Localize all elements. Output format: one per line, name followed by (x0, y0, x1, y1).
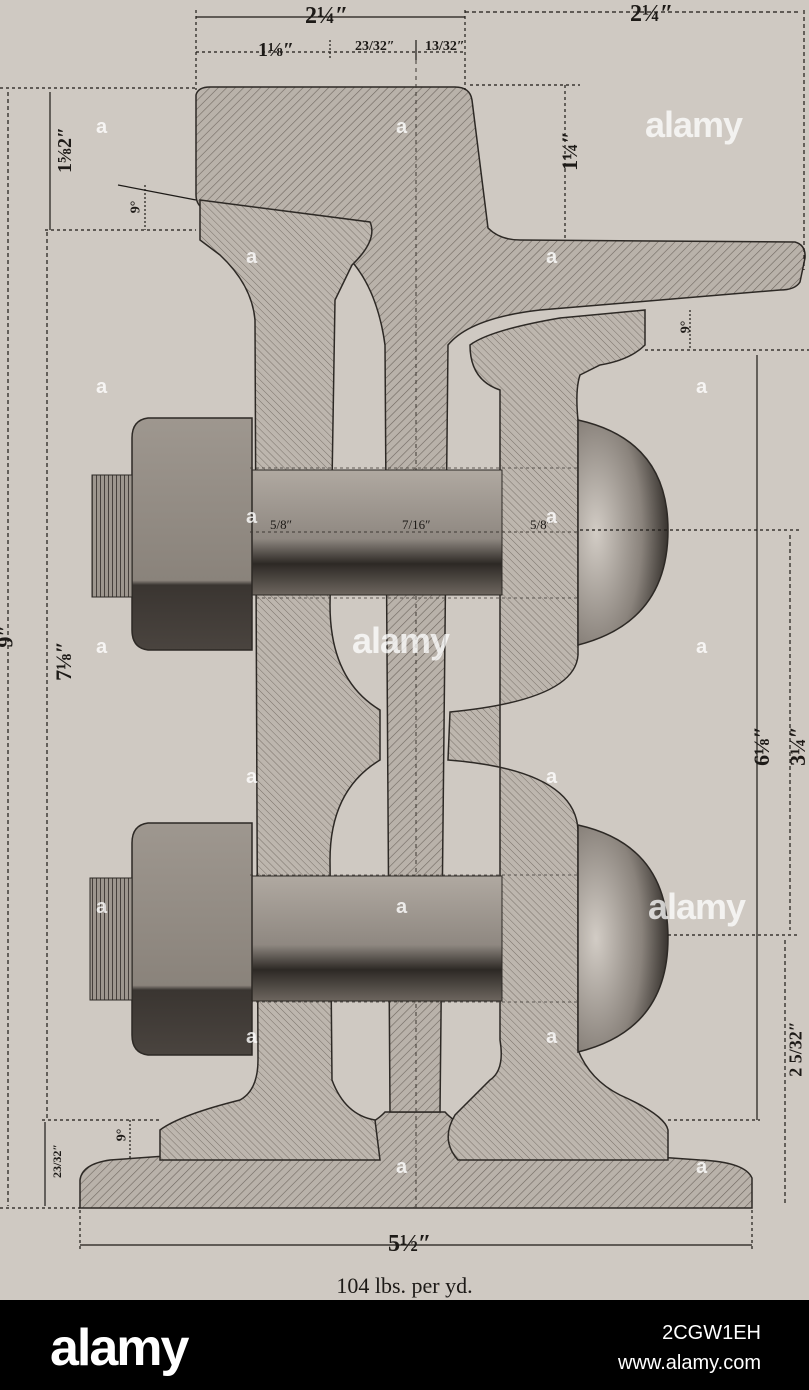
lower-bolt-head (577, 824, 669, 1053)
dim-base-width: 5½″ (388, 1231, 432, 1257)
watermark-mark: a (396, 896, 408, 918)
dim-bolt-left: 5/8″ (270, 517, 293, 532)
watermark-mark: a (546, 246, 558, 268)
drawing-caption: 104 lbs. per yd. (336, 1273, 473, 1298)
dim-top-right-width: 2¼″ (630, 1, 674, 27)
dim-right-height-a: 6⅛″ (748, 726, 774, 766)
footer-image-id: 2CGW1EH (662, 1322, 761, 1344)
watermark-mark: a (696, 376, 708, 398)
watermark-mark: a (546, 1026, 558, 1048)
watermark-mark: a (546, 506, 558, 528)
dim-right-height-b: 3¼″ (784, 726, 809, 766)
dimension-lines (0, 10, 809, 1250)
footer-logo: alamy (50, 1319, 189, 1377)
dim-base-thickness: 23/32″ (49, 1144, 64, 1178)
watermark-mark: a (546, 766, 558, 788)
watermark-mark: a (246, 766, 258, 788)
dim-angle-bottom: 9° (114, 1128, 130, 1142)
footer-bar (0, 1300, 809, 1390)
upper-bolt-head (577, 419, 669, 646)
lower-nut (131, 822, 253, 1056)
dim-head-right: 13/32″ (425, 39, 465, 54)
watermark-mark: a (396, 116, 408, 138)
right-splice-bar (447, 309, 669, 1161)
watermark-mark: a (96, 376, 108, 398)
dim-head-height-right: 1¼″ (556, 131, 582, 171)
watermark-mark: a (696, 1156, 708, 1178)
dim-bolt-right: 5/8″ (530, 517, 553, 532)
footer-url: www.alamy.com (618, 1352, 761, 1374)
lower-bolt-thread (89, 877, 133, 1001)
watermark-logo: alamy (352, 620, 450, 661)
dim-head-left: 1⅛″ (258, 39, 295, 61)
watermark-mark: a (396, 1156, 408, 1178)
dim-bolt-mid: 7/16″ (402, 517, 431, 532)
watermark-mark: a (96, 896, 108, 918)
dim-right-height-c: 2 5/32″ (785, 1021, 806, 1077)
dim-overall-height: 9″ (0, 624, 18, 648)
lower-bolt-shank (249, 875, 503, 1002)
watermark-mark: a (96, 636, 108, 658)
dim-angle-right: 9° (678, 320, 694, 334)
watermark-mark: a (246, 506, 258, 528)
upper-bolt-thread (91, 474, 133, 598)
upper-nut (131, 417, 253, 651)
dim-angle-top: 9° (128, 200, 144, 214)
watermark-mark: a (246, 246, 258, 268)
drawing-plate: 2¼″ 2¼″ 1⅛″ 23/32″ 13/32″ 1⅝2″ 1¼″ 9° 9°… (0, 0, 809, 1300)
watermark-mark: a (246, 1026, 258, 1048)
dim-inner-height: 7⅛″ (50, 641, 76, 681)
watermark-mark: a (696, 636, 708, 658)
watermark-logo: alamy (645, 104, 743, 145)
watermark-mark: a (96, 116, 108, 138)
dim-head-height: 1⅝2″ (54, 126, 77, 174)
rail-joint-drawing (0, 10, 809, 1250)
watermark-logo: alamy (648, 886, 746, 927)
dim-head-mid: 23/32″ (355, 39, 395, 54)
dim-top-left-width: 2¼″ (305, 3, 349, 29)
